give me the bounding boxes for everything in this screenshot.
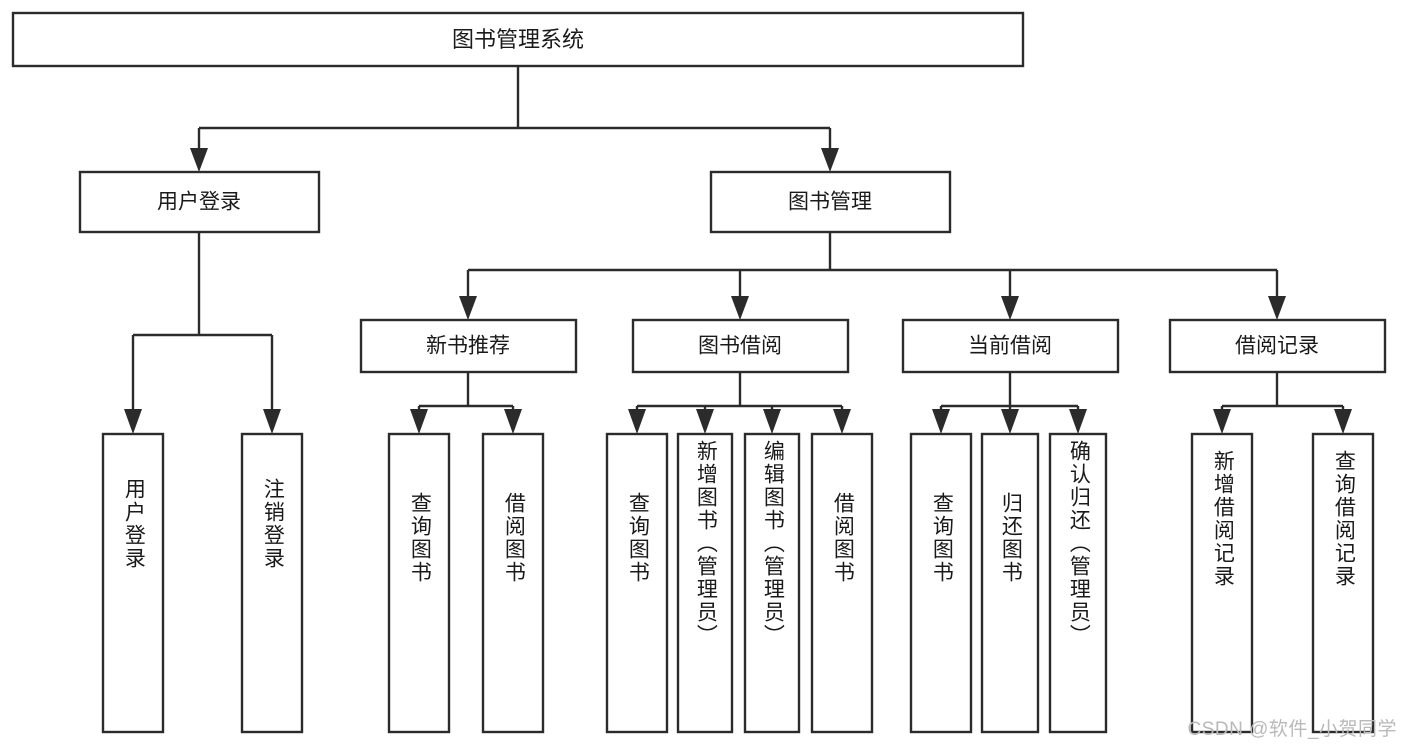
node-leaf-new-book-1-box[interactable] bbox=[387, 432, 451, 734]
arrow-head-leaf-borrow-record-2 bbox=[1334, 409, 1352, 434]
node-borrow-record-label: 借阅记录 bbox=[1235, 335, 1319, 358]
node-book-borrow-label: 图书借阅 bbox=[698, 335, 782, 358]
node-leaf-book-borrow-1-box[interactable] bbox=[605, 432, 669, 734]
arrow-head-new-book bbox=[459, 296, 477, 320]
arrow-head-book-manage bbox=[821, 148, 839, 172]
node-leaf-borrow-record-1-box[interactable] bbox=[1190, 432, 1254, 734]
node-leaf-current-borrow-1-box[interactable] bbox=[909, 432, 973, 734]
arrow-head-leaf-new-book-2 bbox=[504, 409, 522, 434]
node-leaf-book-borrow-2-box[interactable] bbox=[676, 432, 734, 734]
arrow-head-borrow-record bbox=[1268, 296, 1286, 320]
node-root-box[interactable] bbox=[11, 11, 1025, 68]
arrow-head-leaf-current-borrow-2 bbox=[1001, 409, 1019, 434]
arrow-head-user-login bbox=[190, 148, 208, 172]
node-layer: 图书管理系统 用户登录 图书管理 新书推荐 图书借阅 当前借阅 借阅记录 bbox=[11, 11, 1387, 734]
node-leaf-book-borrow-4-box[interactable] bbox=[810, 432, 874, 734]
node-new-book-label: 新书推荐 bbox=[426, 335, 510, 358]
node-leaf-user-login-1-box[interactable] bbox=[101, 432, 165, 734]
arrow-head-current-borrow bbox=[1001, 296, 1019, 320]
node-new-book-box[interactable] bbox=[359, 318, 578, 374]
node-leaf-current-borrow-2-box[interactable] bbox=[980, 432, 1040, 734]
node-leaf-borrow-record-2-box[interactable] bbox=[1311, 432, 1375, 734]
node-current-borrow-label: 当前借阅 bbox=[968, 335, 1052, 358]
node-leaf-user-login-2-box[interactable] bbox=[240, 432, 304, 734]
node-root-label: 图书管理系统 bbox=[452, 27, 584, 52]
connector-layer bbox=[124, 66, 1352, 434]
node-user-login-box[interactable] bbox=[78, 170, 321, 234]
node-current-borrow-box[interactable] bbox=[901, 318, 1120, 374]
node-book-manage-box[interactable] bbox=[709, 170, 952, 234]
arrow-head-leaf-user-login-1 bbox=[124, 409, 142, 434]
arrow-head-leaf-book-borrow-1 bbox=[628, 409, 646, 434]
arrow-head-leaf-book-borrow-4 bbox=[833, 409, 851, 434]
node-leaf-book-borrow-3-box[interactable] bbox=[743, 432, 801, 734]
arrow-head-leaf-current-borrow-3 bbox=[1069, 409, 1087, 434]
node-borrow-record-box[interactable] bbox=[1168, 318, 1387, 374]
arrow-head-leaf-book-borrow-3 bbox=[763, 409, 781, 434]
arrow-head-leaf-borrow-record-1 bbox=[1213, 409, 1231, 434]
arrow-head-leaf-current-borrow-1 bbox=[932, 409, 950, 434]
node-book-borrow-box[interactable] bbox=[631, 318, 850, 374]
node-leaf-new-book-2-box[interactable] bbox=[481, 432, 545, 734]
node-book-manage-label: 图书管理 bbox=[788, 191, 872, 214]
node-user-login-label: 用户登录 bbox=[157, 191, 241, 214]
arrow-head-leaf-new-book-1 bbox=[410, 409, 428, 434]
arrow-head-leaf-book-borrow-2 bbox=[696, 409, 714, 434]
arrow-head-book-borrow bbox=[731, 296, 749, 320]
csdn-watermark: CSDN @软件_小贺同学 bbox=[1187, 719, 1397, 740]
arrow-head-leaf-user-login-2 bbox=[263, 409, 281, 434]
node-leaf-current-borrow-3-box[interactable] bbox=[1048, 432, 1108, 734]
